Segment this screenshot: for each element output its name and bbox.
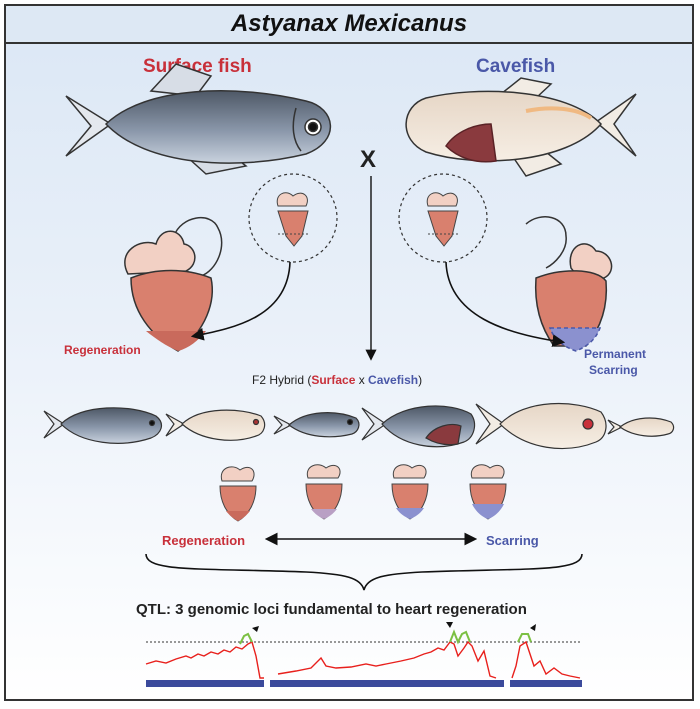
f2-x: x [355, 373, 369, 387]
f2-heart-1 [219, 466, 257, 522]
f2-prefix: F2 Hybrid ( [252, 373, 312, 387]
f2-hybrid-label: F2 Hybrid (Surface x Cavefish) [252, 373, 422, 387]
f2-heart-2 [305, 464, 343, 520]
chromosome-bar-3 [510, 680, 582, 687]
cavefish-label: Cavefish [476, 56, 556, 77]
f2-hearts-row [219, 464, 507, 522]
permanent-label: Permanent [584, 347, 647, 361]
f2-fish-2 [165, 409, 266, 441]
qtl-peak-chr3 [517, 633, 532, 643]
f2-suffix: ) [418, 373, 423, 387]
qtl-peak-chr1 [239, 632, 253, 645]
cave-zoom-circle [398, 173, 488, 263]
figure-title: Astyanax Mexicanus [230, 10, 468, 37]
f2-fish-1 [43, 407, 163, 444]
f2-fish-5 [475, 402, 607, 450]
f2-fish-3 [273, 412, 360, 438]
qtl-trace-chr1 [145, 640, 264, 679]
f2-cavefish: Cavefish [368, 373, 419, 387]
spectrum-scarring-label: Scarring [486, 533, 539, 548]
f2-heart-4 [469, 464, 507, 520]
curly-brace [145, 553, 583, 591]
qtl-peak-chr2 [449, 629, 471, 645]
surface-heart [124, 217, 223, 352]
figure-frame: Astyanax Mexicanus Surface fish Cavefish… [4, 4, 694, 701]
surface-zoom-circle [248, 173, 338, 263]
scarring-label: Scarring [589, 363, 638, 377]
cavefish-heart [525, 216, 613, 352]
diagram-graphics [43, 63, 675, 687]
qtl-peak-marker-1 [252, 626, 259, 632]
qtl-trace-chr3 [511, 640, 581, 679]
f2-fish-row [43, 402, 675, 450]
qtl-title: QTL: 3 genomic loci fundamental to heart… [136, 601, 527, 618]
f2-fish-6 [607, 417, 675, 437]
f2-fish-4 [361, 405, 476, 448]
cross-symbol: X [360, 146, 377, 173]
qtl-trace-chr2 [277, 640, 497, 679]
qtl-peak-marker-2 [446, 622, 453, 628]
title-bar: Astyanax Mexicanus [6, 6, 692, 44]
chromosome-bar-1 [146, 680, 264, 687]
chromosome-bar-2 [270, 680, 504, 687]
qtl-peak-marker-3 [530, 624, 536, 631]
spectrum-regeneration-label: Regeneration [162, 533, 246, 548]
regeneration-label: Regeneration [64, 343, 141, 357]
qtl-plot [145, 622, 582, 687]
f2-heart-3 [391, 464, 429, 520]
f2-surface: Surface [311, 373, 356, 387]
cavefish-illustration [405, 77, 637, 177]
surface-fish-illustration [65, 63, 332, 175]
